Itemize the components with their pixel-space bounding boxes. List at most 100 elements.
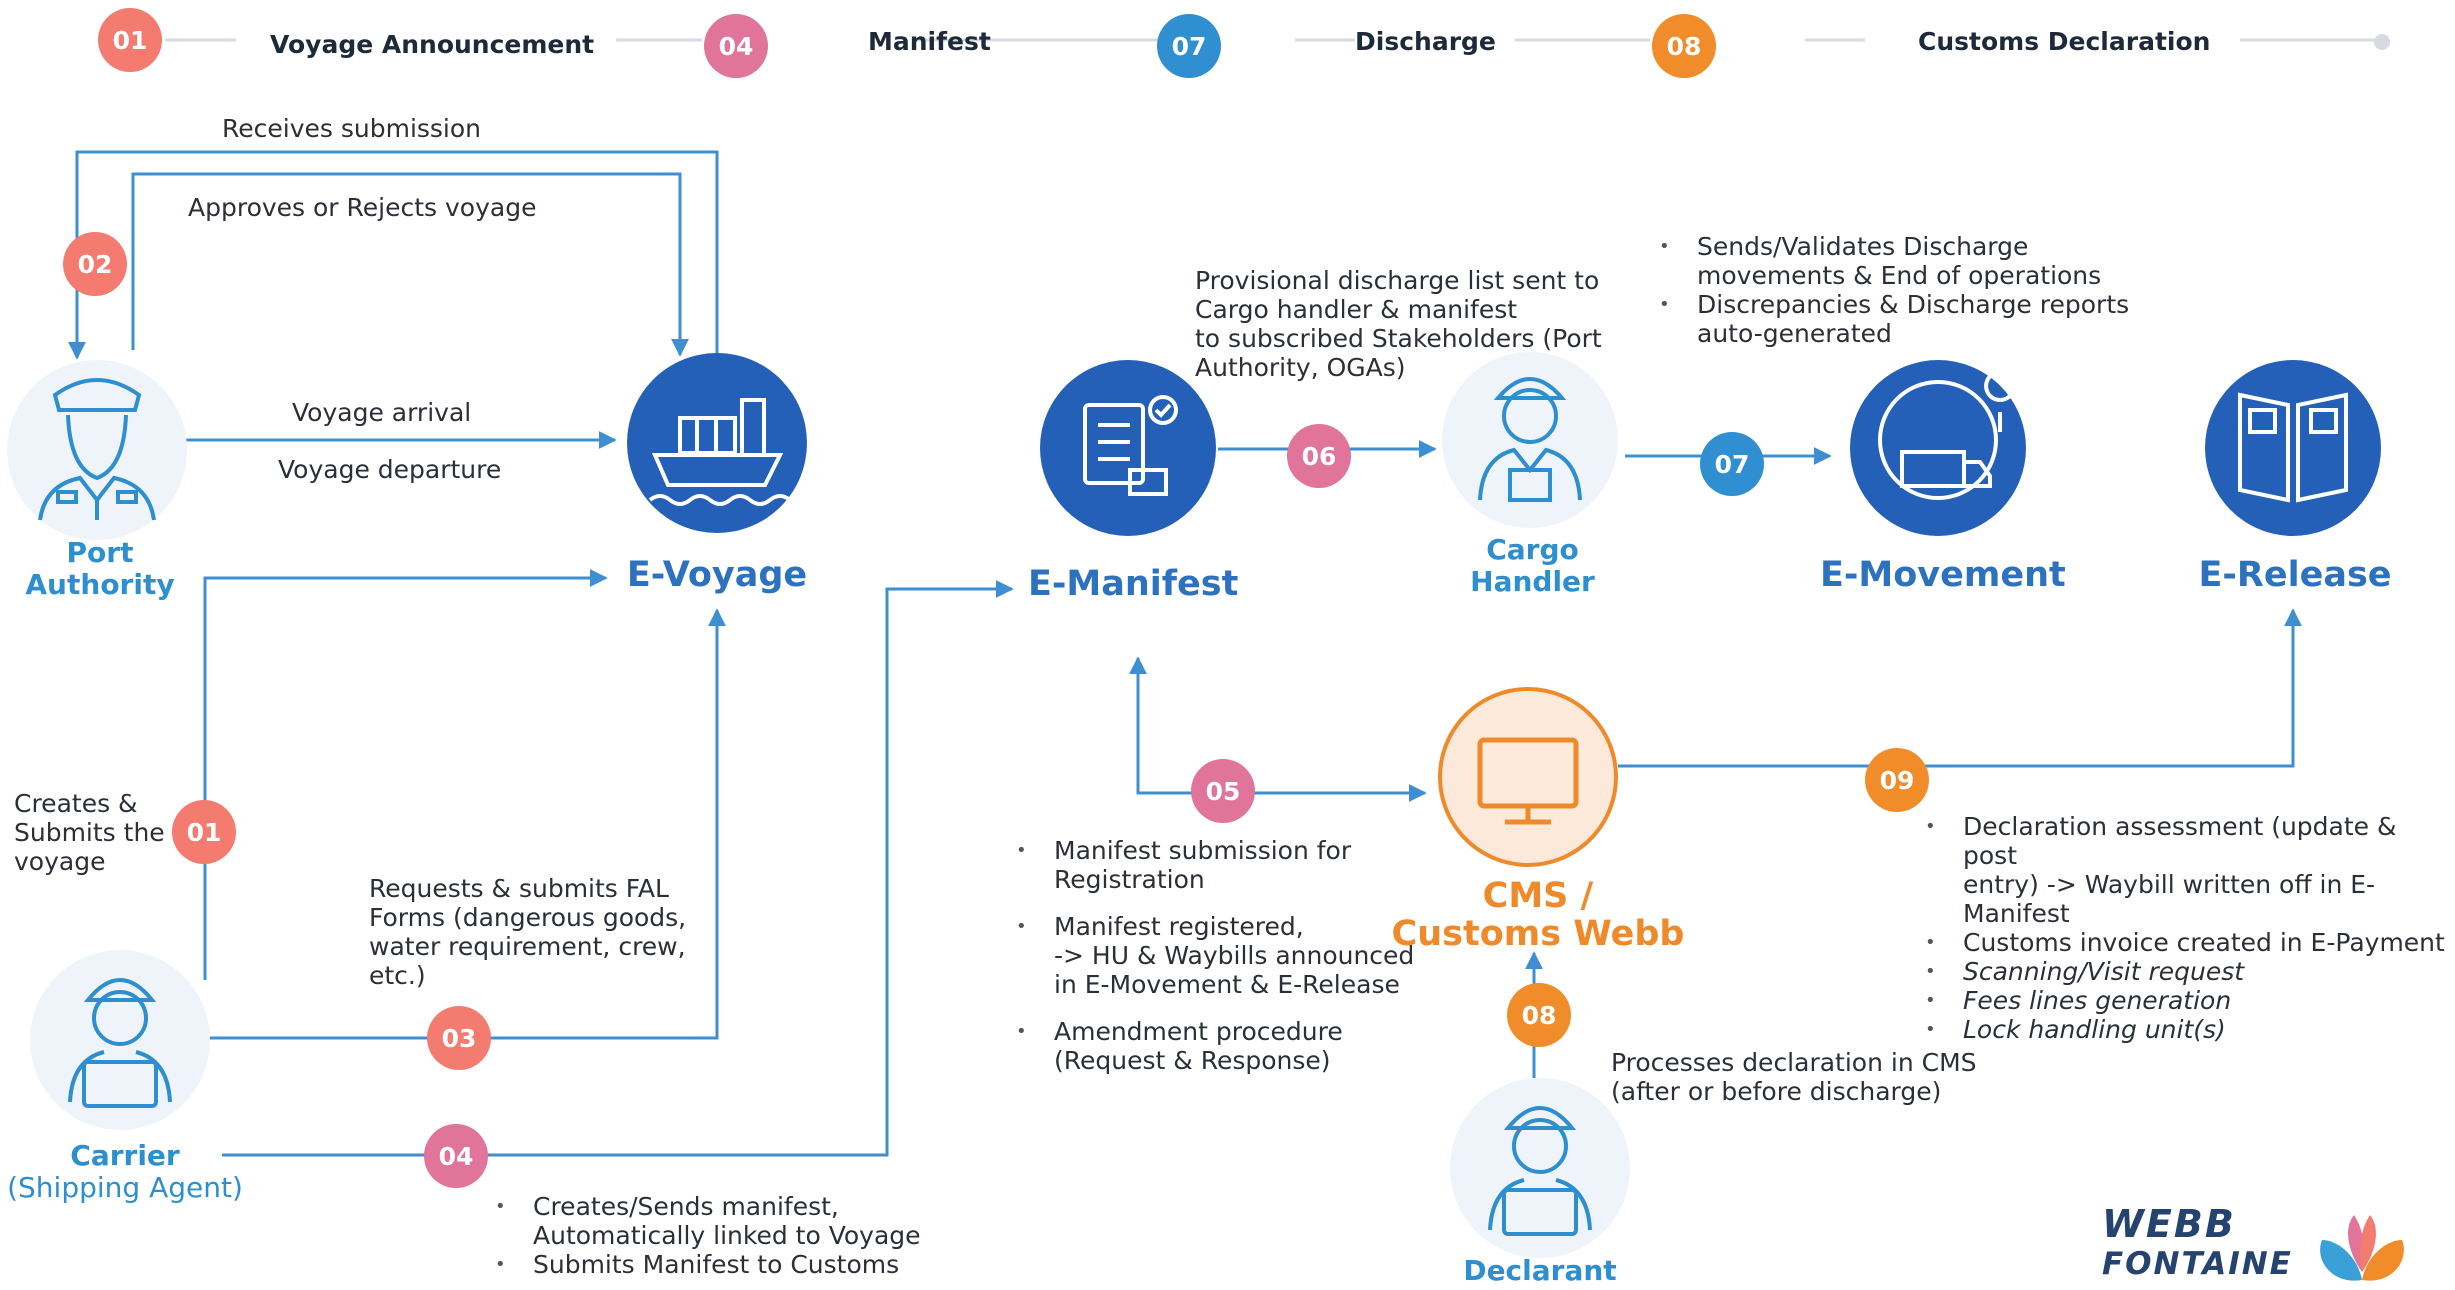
arrow-fal-forms: [210, 608, 726, 1040]
badge-09: 09: [1865, 748, 1929, 812]
step-label-voyage-announcement: Voyage Announcement: [270, 30, 595, 59]
badge-08: 08: [1507, 983, 1571, 1047]
bullet-line: Automatically linked to Voyage: [533, 1221, 921, 1250]
label-creates-line2: Submits the: [14, 818, 165, 847]
bullet-line: Creates/Sends manifest,: [533, 1192, 839, 1221]
bullet-item: Manifest registered, -> HU & Waybills an…: [1016, 912, 1414, 999]
badge-06: 06: [1287, 424, 1351, 488]
step-label-customs-declaration: Customs Declaration: [1918, 27, 2211, 56]
actor-carrier-line2: (Shipping Agent): [7, 1171, 243, 1204]
label-voyage-departure: Voyage departure: [278, 455, 502, 484]
badge-05: 05: [1191, 759, 1255, 823]
label-fal-line2: Forms (dangerous goods,: [369, 903, 687, 932]
badge-02: 02: [63, 232, 127, 296]
bullets-discharge: Sends/Validates Discharge movements & En…: [1659, 232, 2129, 348]
label-creates-line1: Creates &: [14, 789, 138, 818]
e-movement-icon: [1850, 360, 2026, 536]
bullet-item: Creates/Sends manifest, Automatically li…: [495, 1192, 921, 1250]
bullet-line: Discrepancies & Discharge reports: [1697, 290, 2130, 319]
bullet-line: Lock handling unit(s): [1963, 1015, 2226, 1044]
bullet-item: Manifest submission for Registration: [1016, 836, 1414, 894]
badge-07: 07: [1700, 432, 1764, 496]
label-provisional-line4: Authority, OGAs): [1195, 353, 1406, 382]
label-creates-line3: voyage: [14, 847, 106, 876]
bullet-line: Scanning/Visit request: [1963, 957, 2245, 986]
declarant-avatar: [1450, 1078, 1630, 1258]
bullet-item: Fees lines generation: [1925, 986, 2455, 1015]
bullet-item: Declaration assessment (update & post en…: [1925, 812, 2455, 928]
label-provisional-line3: to subscribed Stakeholders (Port: [1195, 324, 1602, 353]
title-e-movement: E-Movement: [1820, 555, 2066, 595]
cms-icon: [1438, 687, 1618, 867]
bullet-item: Sends/Validates Discharge movements & En…: [1659, 232, 2129, 290]
bullet-line: Declaration assessment (update & post: [1963, 812, 2397, 870]
label-processes-line2: (after or before discharge): [1611, 1077, 1942, 1106]
title-e-voyage: E-Voyage: [626, 555, 808, 595]
bullet-line: Customs invoice created in E-Payment: [1963, 928, 2445, 957]
label-provisional-discharge: Provisional discharge list sent to Cargo…: [1195, 266, 1602, 382]
label-voyage-arrival: Voyage arrival: [292, 398, 472, 427]
carrier-avatar: [30, 950, 210, 1130]
bullet-line: (Request & Response): [1054, 1046, 1331, 1075]
label-fal-line1: Requests & submits FAL: [369, 874, 669, 903]
actor-cargo-handler: Cargo Handler: [1435, 534, 1630, 598]
connectors: [68, 150, 2302, 1157]
bullet-item: Amendment procedure (Request & Response): [1016, 1017, 1414, 1075]
bullet-line: Registration: [1054, 865, 1205, 894]
bullet-line: Manifest registered,: [1054, 912, 1304, 941]
arrow-release: [1618, 608, 2302, 768]
title-cms: CMS / Customs Webb: [1388, 877, 1688, 953]
actor-declarant: Declarant: [1463, 1254, 1617, 1287]
cargo-handler-avatar: [1442, 352, 1618, 528]
title-e-manifest: E-Manifest: [1028, 564, 1239, 604]
badge-03: 03: [427, 1006, 491, 1070]
bullets-manifest-submission: Manifest submission for Registration Man…: [1016, 836, 1414, 1075]
bullet-line: auto-generated: [1697, 319, 1892, 348]
actor-carrier-line1: Carrier: [70, 1139, 180, 1172]
port-authority-avatar: [7, 360, 187, 540]
arrow-receives-submission: [68, 150, 719, 360]
arrow-manifest-cms: [1129, 656, 1427, 802]
title-cms-line1: CMS /: [1482, 876, 1594, 916]
step-label-discharge: Discharge: [1355, 27, 1496, 56]
badge-01: 01: [172, 800, 236, 864]
logo-webb: WEBB: [2102, 1202, 2236, 1246]
bullet-line: Manifest submission for: [1054, 836, 1352, 865]
arrow-send-manifest: [222, 580, 1014, 1157]
e-voyage-icon: [627, 353, 807, 533]
bullet-line: Manifest: [1963, 899, 2070, 928]
bullet-line: Amendment procedure: [1054, 1017, 1343, 1046]
label-provisional-line1: Provisional discharge list sent to: [1195, 266, 1600, 295]
actor-port-authority-line1: Port: [66, 536, 134, 569]
label-processes-line1: Processes declaration in CMS: [1611, 1048, 1977, 1077]
actor-carrier: Carrier (Shipping Agent): [0, 1140, 250, 1204]
step-badge-07: 07: [1157, 14, 1221, 78]
bullet-item: Customs invoice created in E-Payment: [1925, 928, 2455, 957]
bullet-item: Scanning/Visit request: [1925, 957, 2455, 986]
e-release-icon: [2205, 360, 2381, 536]
bullet-item: Lock handling unit(s): [1925, 1015, 2455, 1044]
bullet-line: Sends/Validates Discharge: [1697, 232, 2029, 261]
step-badge-04: 04: [704, 14, 768, 78]
step-badge-01: 01: [98, 8, 162, 72]
title-e-release: E-Release: [2198, 555, 2392, 595]
bullet-line: -> HU & Waybills announced: [1054, 941, 1415, 970]
bullet-line: in E-Movement & E-Release: [1054, 970, 1400, 999]
actor-cargo-line2: Handler: [1470, 565, 1595, 598]
bullet-line: movements & End of operations: [1697, 261, 2102, 290]
label-fal-line3: water requirement, crew,: [369, 932, 686, 961]
e-manifest-icon: [1040, 360, 1216, 536]
label-approves-voyage: Approves or Rejects voyage: [188, 193, 537, 222]
step-bar-end-dot: [2374, 34, 2390, 50]
label-processes-declaration: Processes declaration in CMS (after or b…: [1611, 1048, 1977, 1106]
bullet-line: entry) -> Waybill written off in E-: [1963, 870, 2376, 899]
bullet-line: Fees lines generation: [1963, 986, 2232, 1015]
label-receives-submission: Receives submission: [222, 114, 482, 143]
actor-cargo-line1: Cargo: [1486, 533, 1579, 566]
badge-04: 04: [424, 1124, 488, 1188]
bullets-declaration: Declaration assessment (update & post en…: [1925, 812, 2455, 1044]
arrow-approves-voyage: [131, 172, 689, 357]
bullet-item: Discrepancies & Discharge reports auto-g…: [1659, 290, 2129, 348]
step-badge-08: 08: [1652, 14, 1716, 78]
